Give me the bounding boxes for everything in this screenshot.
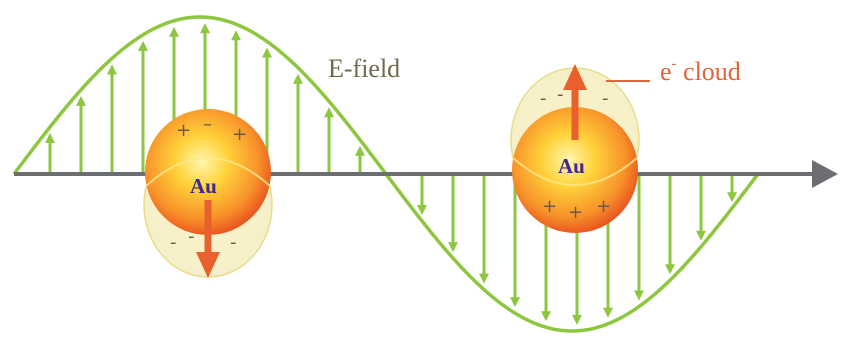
- sphere-overlap-arc-right: [512, 157, 638, 186]
- sphere-overlap-arc-left: [145, 157, 271, 187]
- field-arrowhead-icon-6: [231, 30, 241, 41]
- field-arrowhead-icon-9: [324, 107, 334, 118]
- gold-nanoparticle-right: [510, 64, 640, 233]
- charge-right-top-1: -: [540, 88, 547, 109]
- charge-right-bottom-2: +: [568, 202, 584, 223]
- field-arrowhead-icon-20: [665, 264, 675, 275]
- au-label-left: Au: [190, 174, 217, 198]
- field-arrowhead-icon-7: [262, 47, 272, 58]
- field-arrowhead-icon-2: [107, 64, 117, 75]
- field-arrowhead-icon-3: [138, 40, 148, 51]
- field-arrowhead-icon-0: [45, 132, 55, 143]
- dipole-arrow-down-icon: [196, 252, 220, 278]
- field-arrowhead-icon-5: [200, 23, 210, 34]
- e-cloud-label-prefix: e: [660, 57, 672, 86]
- charge-right-bottom-3: +: [596, 196, 612, 217]
- field-arrowhead-icon-4: [169, 26, 179, 37]
- gold-sphere-right: [512, 107, 638, 233]
- field-arrowhead-icon-22: [727, 192, 737, 203]
- field-arrowhead-icon-19: [634, 290, 644, 301]
- au-label-right: Au: [558, 154, 585, 178]
- charge-left-top-3: +: [232, 124, 248, 145]
- field-arrowhead-icon-16: [541, 311, 551, 322]
- field-arrowhead-icon-17: [572, 314, 582, 325]
- field-arrowhead-icon-12: [417, 205, 427, 216]
- charge-right-top-2: -: [557, 84, 564, 105]
- field-arrowhead-icon-10: [355, 145, 365, 156]
- field-arrowhead-icon-15: [510, 297, 520, 308]
- field-arrowhead-icon-21: [696, 230, 706, 241]
- dipole-arrow-up-icon: [563, 64, 587, 90]
- e-cloud-leader-line: [606, 80, 650, 82]
- charge-left-bottom-3: -: [230, 232, 237, 253]
- e-cloud-label-suffix: cloud: [676, 57, 741, 86]
- field-arrowhead-icon-8: [293, 73, 303, 84]
- field-arrowhead-icon-13: [448, 242, 458, 253]
- charge-left-top-1: +: [176, 120, 192, 141]
- gold-nanoparticle-left: [143, 109, 273, 278]
- charge-left-bottom-2: -: [188, 226, 195, 247]
- charge-left-bottom-1: -: [170, 232, 177, 253]
- field-arrowhead-icon-1: [76, 95, 86, 106]
- e-field-label: E-field: [328, 54, 401, 83]
- gold-sphere-left: [145, 109, 271, 235]
- e-cloud-label: e- cloud: [660, 56, 741, 87]
- charge-left-top-2: –: [203, 114, 212, 135]
- axis-arrowhead-icon: [812, 160, 838, 188]
- e-cloud-label-superscript: -: [671, 56, 677, 73]
- charge-right-bottom-1: +: [542, 196, 558, 217]
- field-arrowhead-icon-14: [479, 273, 489, 284]
- charge-right-top-3: -: [602, 88, 609, 109]
- field-arrowhead-icon-18: [603, 307, 613, 318]
